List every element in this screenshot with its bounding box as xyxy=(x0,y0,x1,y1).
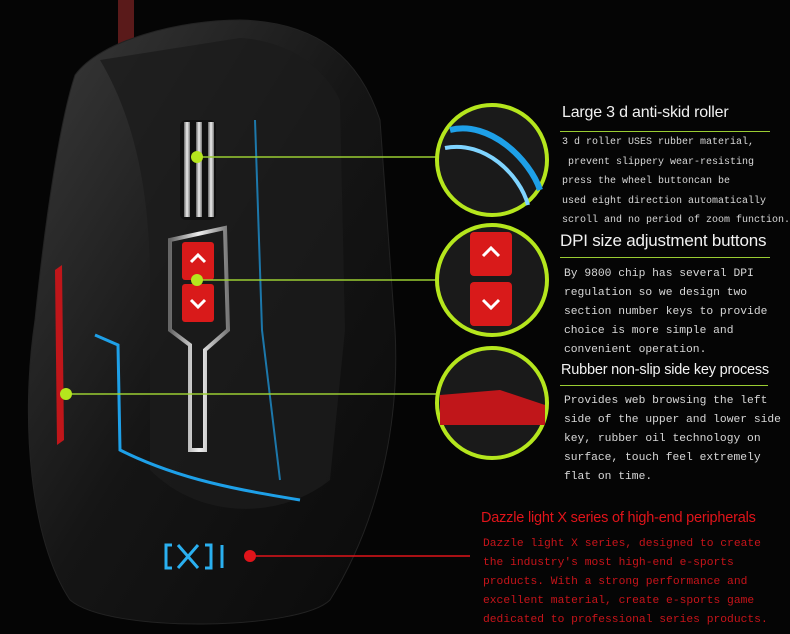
text-line: used eight direction automatically xyxy=(562,195,767,207)
dpi-buttons xyxy=(182,242,214,322)
text-line: section number keys to provide xyxy=(564,306,768,318)
text-line: key, rubber oil technology on xyxy=(564,433,761,445)
feature-title-roller: Large 3 d anti-skid roller xyxy=(562,104,729,121)
divider xyxy=(560,131,770,132)
text-line: regulation so we design two xyxy=(564,287,748,299)
text-line: convenient operation. xyxy=(564,344,707,356)
text-line: dedicated to professional series product… xyxy=(483,614,768,626)
divider xyxy=(560,385,768,386)
callout-lines xyxy=(66,156,440,395)
text-line: choice is more simple and xyxy=(564,325,734,337)
feature-title-dazzle: Dazzle light X series of high-end periph… xyxy=(481,510,756,526)
text-line: 3 d roller USES rubber material, xyxy=(562,137,755,148)
text-line: scroll and no period of zoom function. xyxy=(562,215,790,226)
side-keys xyxy=(55,265,64,445)
feature-text-side-key: Provides web browsing the left side of th… xyxy=(564,392,781,487)
feature-text-roller: 3 d roller USES rubber material, prevent… xyxy=(562,133,790,231)
logo-icon xyxy=(164,543,224,570)
feature-title-side-key: Rubber non-slip side key process xyxy=(561,362,769,378)
text-line: surface, touch feel extremely xyxy=(564,452,761,464)
callout-dot-red xyxy=(244,550,256,562)
text-line: Provides web browsing the left xyxy=(564,395,768,407)
blue-light-strip xyxy=(94,333,301,502)
text-line: products. With a strong performance and xyxy=(483,576,748,588)
text-line: excellent material, create e-sports game xyxy=(483,595,755,607)
feature-title-dpi: DPI size adjustment buttons xyxy=(560,231,767,250)
text-line: side of the upper and lower side xyxy=(564,414,781,426)
text-line: the industry's most high-end e-sports xyxy=(483,557,734,569)
text-line: press the wheel buttoncan be xyxy=(562,176,731,187)
callout-dot xyxy=(60,388,72,400)
text-line: flat on time. xyxy=(564,471,653,483)
detail-side-key xyxy=(435,346,549,460)
scroll-wheel xyxy=(180,120,216,220)
text-line: Dazzle light X series, designed to creat… xyxy=(483,538,761,550)
detail-dpi xyxy=(435,223,549,337)
text-line: By 9800 chip has several DPI xyxy=(564,268,754,280)
feature-text-dpi: By 9800 chip has several DPI regulation s… xyxy=(564,265,767,360)
callout-dot xyxy=(191,151,203,163)
callout-dot xyxy=(191,274,203,286)
detail-roller xyxy=(435,103,549,217)
text-line: prevent slippery wear-resisting xyxy=(562,156,755,168)
feature-text-dazzle: Dazzle light X series, designed to creat… xyxy=(483,535,768,630)
divider xyxy=(560,257,770,258)
